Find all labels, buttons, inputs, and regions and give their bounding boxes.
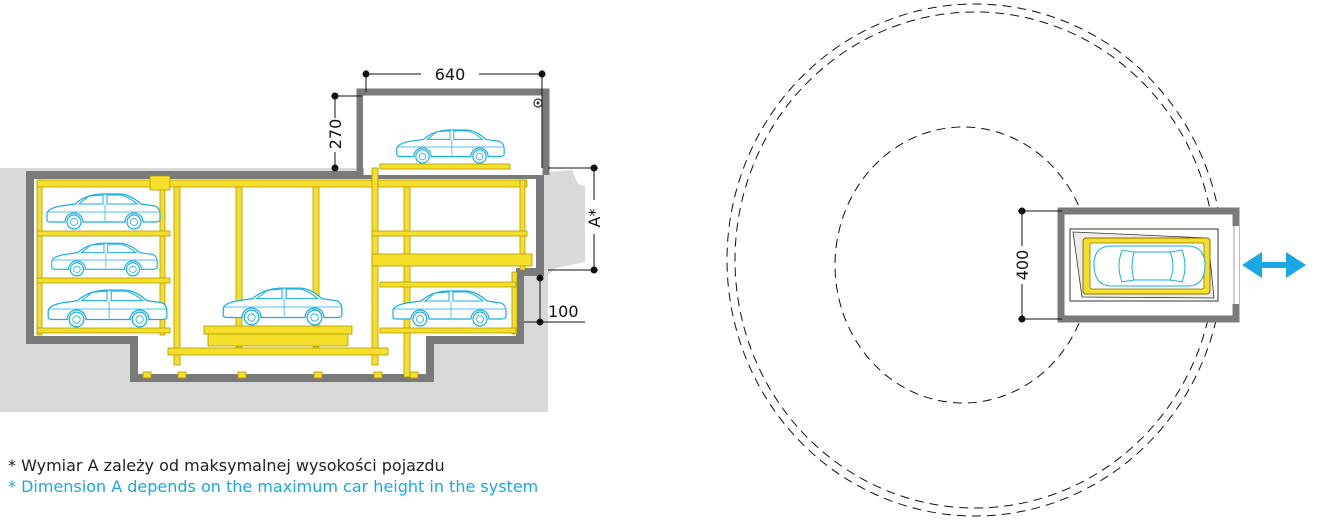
steel-frame	[36, 163, 533, 379]
elevation-view: 640 270 A* 100	[0, 65, 604, 412]
plan-view: 400	[726, 3, 1306, 517]
dimension-a-label: A*	[585, 209, 604, 228]
dimension-640-label: 640	[435, 65, 466, 84]
inner-swept-circle	[834, 126, 1092, 404]
dimension-270-label: 270	[326, 119, 345, 150]
double-arrow-icon	[1242, 252, 1306, 278]
car-top-icon	[1093, 245, 1206, 287]
note-english: * Dimension A depends on the maximum car…	[8, 477, 539, 496]
dimension-400-label: 400	[1013, 250, 1032, 281]
note-polish: * Wymiar A zależy od maksymalnej wysokoś…	[8, 456, 445, 475]
turntable-icon	[1069, 228, 1219, 302]
excavation-interior	[30, 175, 540, 378]
foundation-wall	[26, 171, 544, 382]
dimension-100-label: 100	[548, 302, 579, 321]
